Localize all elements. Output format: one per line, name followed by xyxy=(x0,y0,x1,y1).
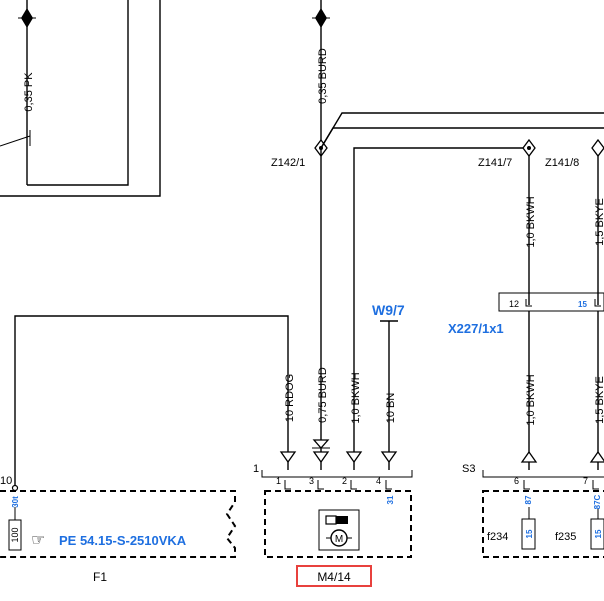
svg-text:4: 4 xyxy=(376,476,381,486)
fuse-f235-label: f235 xyxy=(555,531,576,543)
wire-label-rdog: 10 RDOG xyxy=(284,374,296,422)
s3-terminal-87: 87 xyxy=(524,495,533,504)
connector-x227-pin15: 15 xyxy=(578,300,587,309)
wire-burd-branch-a xyxy=(320,112,604,149)
svg-text:6: 6 xyxy=(514,476,519,486)
m414-pins: 1 3 2 4 xyxy=(276,476,381,486)
wire-label-bkye-upper: 1,5 BKYE xyxy=(594,198,604,246)
ground-w97-label: W9/7 xyxy=(372,302,405,318)
wire-label-bkwh-upper: 1,0 BKWH xyxy=(525,196,537,247)
fuse-f234 xyxy=(521,518,536,550)
wire-label-bn: 10 BN xyxy=(385,393,397,424)
wire-bkwh-mid xyxy=(353,147,529,470)
wire-left-diagonal xyxy=(0,135,31,147)
f1-terminal-30t: 30t xyxy=(11,496,20,508)
m414-connector-number: 1 xyxy=(253,463,259,475)
connector-x227-body xyxy=(498,292,604,312)
m414-body xyxy=(264,490,412,558)
splice-z141-8-marker xyxy=(591,138,604,158)
svg-text:7: 7 xyxy=(583,476,588,486)
motor-symbol-letter: M xyxy=(335,534,343,545)
wire-label-bkwh-lower: 1,0 BKWH xyxy=(525,374,537,425)
m414-label-highlight xyxy=(296,565,372,587)
fuse-f234-label: f234 xyxy=(487,531,508,543)
m414-label[interactable]: M4/14 xyxy=(317,570,351,584)
f1-body xyxy=(0,490,237,558)
motor-symbol-box xyxy=(318,509,360,551)
wire-label-bkye-lower: 1,5 BKYE xyxy=(594,376,604,424)
svg-text:2: 2 xyxy=(342,476,347,486)
wire-label-pk: 0,35 PK xyxy=(23,72,35,112)
s3-label: S3 xyxy=(462,463,475,475)
s3-terminal-87c: 87C xyxy=(593,494,602,509)
wire-pk-loop xyxy=(27,0,129,186)
pointing-hand-icon[interactable]: ☞ xyxy=(31,530,45,549)
s3-body xyxy=(482,490,604,558)
svg-text:15: 15 xyxy=(594,529,603,538)
f1-reference-link[interactable]: PE 54.15-S-2510VKA xyxy=(59,533,187,548)
f1-edge-label: 10 xyxy=(0,475,12,487)
m414-terminal-31: 31 xyxy=(386,495,395,504)
wire-left-loop xyxy=(0,0,161,197)
f1-label: F1 xyxy=(93,570,107,584)
f1-fuse-value: 100 xyxy=(10,527,20,542)
splice-z141-7-label: Z141/7 xyxy=(478,157,512,169)
wire-label-burd-lower: 0,75 BURD xyxy=(317,367,329,423)
svg-text:15: 15 xyxy=(525,529,534,538)
splice-z142-label: Z142/1 xyxy=(271,157,305,169)
f1-fuse xyxy=(8,519,22,551)
wire-rdog xyxy=(14,315,289,487)
fuse-f235 xyxy=(590,518,604,550)
wire-label-burd-top: 0,35 BURD xyxy=(317,48,329,104)
connector-x227-pin12: 12 xyxy=(509,299,519,309)
wire-burd-branch-b xyxy=(320,127,604,149)
splice-z141-8-label: Z141/8 xyxy=(545,157,579,169)
connector-x227-label: X227/1x1 xyxy=(448,321,504,336)
wire-label-bkwh-mid: 1,0 BKWH xyxy=(350,372,362,423)
svg-text:1: 1 xyxy=(276,476,281,486)
svg-text:3: 3 xyxy=(309,476,314,486)
